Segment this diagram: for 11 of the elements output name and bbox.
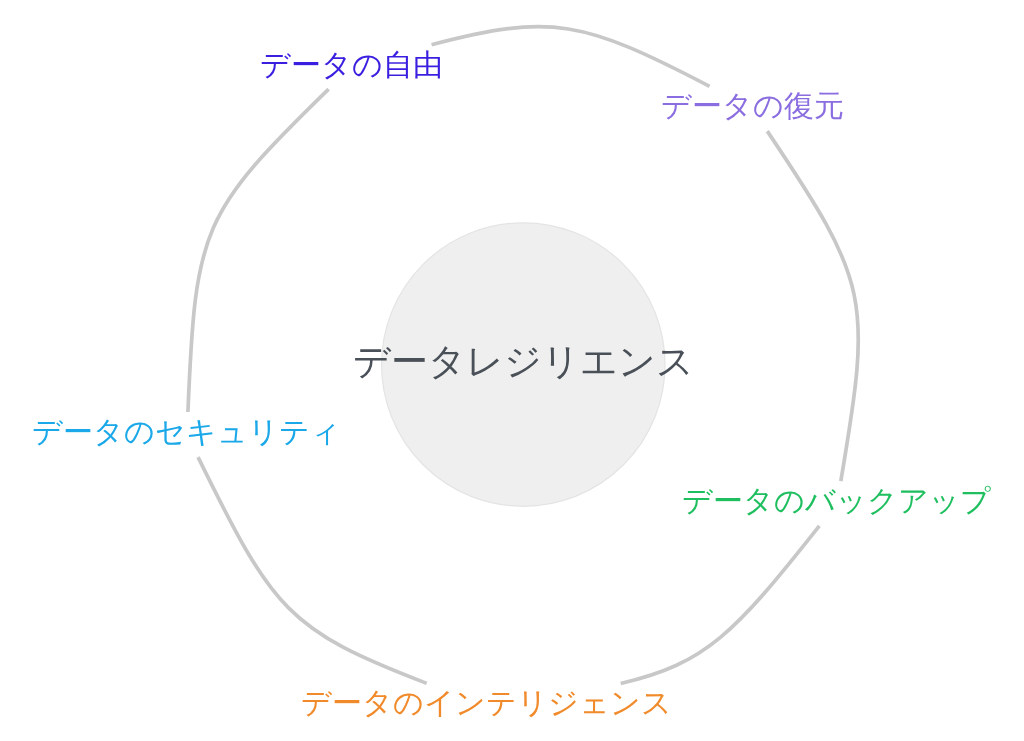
node-text: データの復元 — [660, 89, 844, 124]
node-label: データレジリエンス — [352, 339, 694, 383]
node-text: データの自由 — [260, 47, 444, 82]
connector — [431, 25, 711, 88]
connector — [186, 87, 330, 413]
connector — [196, 456, 428, 686]
node-text: データのバックアップ — [682, 484, 992, 519]
connector — [620, 524, 821, 686]
connector — [765, 130, 861, 482]
node-text: データのセキュリティ — [32, 415, 342, 450]
node-text: データのインテリジェンス — [300, 686, 672, 721]
